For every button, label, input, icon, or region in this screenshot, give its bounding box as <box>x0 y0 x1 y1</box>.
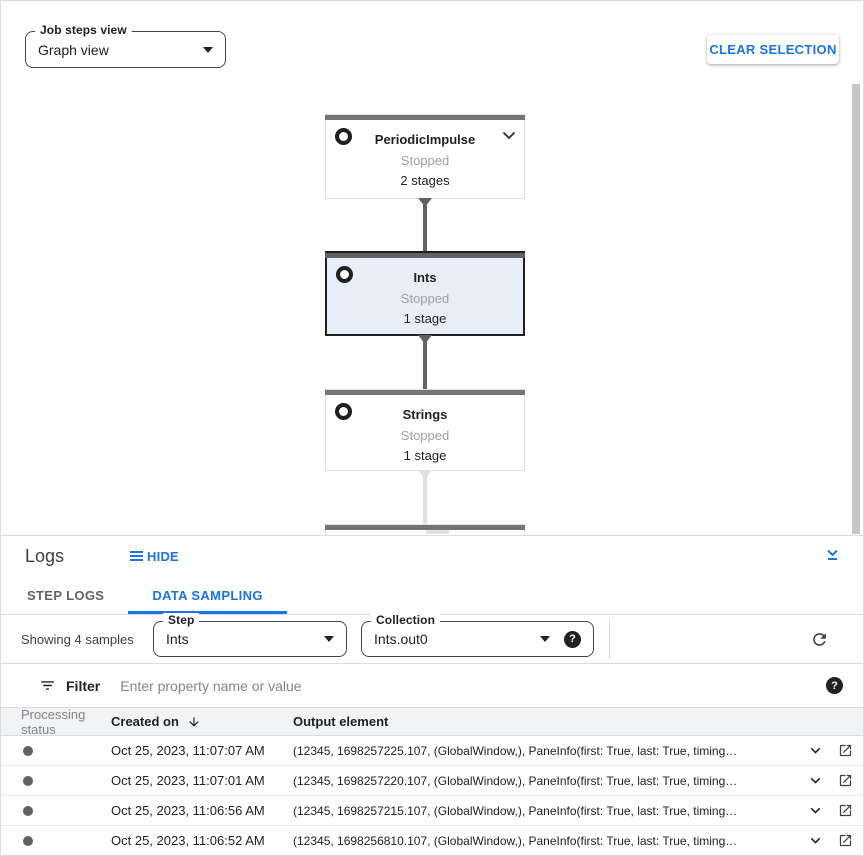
column-header-output-element: Output element <box>293 714 389 729</box>
job-graph-canvas: Job steps view Graph view CLEAR SELECTIO… <box>1 1 863 535</box>
open-in-new-button[interactable] <box>838 833 853 848</box>
minimize-panel-button[interactable] <box>822 544 843 568</box>
hide-panel-icon <box>130 551 144 561</box>
transform-ring-icon <box>335 128 352 145</box>
node-topbar <box>325 525 525 530</box>
graph-vertical-scrollbar[interactable] <box>852 84 860 534</box>
filter-label: Filter <box>66 677 101 694</box>
output-element-cell: (12345, 1698256810.107, (GlobalWindow,),… <box>293 833 738 848</box>
job-steps-view-select[interactable]: Job steps view Graph view <box>25 23 226 68</box>
column-header-processing-status: Processing status <box>21 706 86 737</box>
tab-data-sampling[interactable]: DATA SAMPLING <box>128 576 286 614</box>
processing-status-dot <box>23 805 33 816</box>
node-title: PeriodicImpulse <box>374 132 476 147</box>
sample-row[interactable]: Oct 25, 2023, 11:06:52 AM (12345, 169825… <box>1 826 863 855</box>
created-on-cell: Oct 25, 2023, 11:07:07 AM <box>111 743 265 758</box>
samples-count-text: Showing 4 samples <box>21 631 134 647</box>
hide-label: HIDE <box>147 548 179 564</box>
node-title: Strings <box>402 407 448 422</box>
graph-edge-strings-next <box>418 470 432 525</box>
sample-row[interactable]: Oct 25, 2023, 11:06:56 AM (12345, 169825… <box>1 796 863 826</box>
sort-descending-icon[interactable] <box>187 715 201 729</box>
graph-edge-periodicimpulse-ints <box>418 198 432 252</box>
node-title: Ints <box>413 270 437 285</box>
tab-step-logs[interactable]: STEP LOGS <box>27 587 105 603</box>
node-status: Stopped <box>400 153 450 168</box>
vertical-divider <box>609 619 610 659</box>
sample-row[interactable]: Oct 25, 2023, 11:07:07 AM (12345, 169825… <box>1 736 863 766</box>
graph-horizontal-scroll-thumb[interactable] <box>426 530 449 534</box>
step-select[interactable]: Step Ints <box>153 613 347 657</box>
created-on-cell: Oct 25, 2023, 11:06:56 AM <box>111 803 265 818</box>
output-element-cell: (12345, 1698257215.107, (GlobalWindow,),… <box>293 803 738 818</box>
refresh-icon <box>813 632 826 646</box>
node-stages: 1 stage <box>403 311 447 326</box>
dropdown-arrow-icon <box>540 636 550 642</box>
filter-help-icon[interactable]: ? <box>826 677 843 694</box>
processing-status-dot <box>23 775 33 786</box>
job-steps-view-value: Graph view <box>38 41 109 58</box>
expand-row-button[interactable] <box>806 801 825 820</box>
graph-node-ints[interactable]: Ints Stopped 1 stage <box>325 251 525 336</box>
step-select-value: Ints <box>166 631 189 647</box>
refresh-samples-button[interactable] <box>808 628 831 651</box>
logs-panel-title: Logs <box>25 545 65 566</box>
open-in-new-button[interactable] <box>838 743 853 758</box>
collection-select-label: Collection <box>371 613 441 627</box>
node-topbar <box>325 390 525 395</box>
dropdown-arrow-icon <box>203 46 213 53</box>
filter-icon <box>41 681 54 690</box>
sampling-controls: Showing 4 samples Step Ints Collection I… <box>1 613 863 664</box>
open-in-new-icon <box>839 774 852 787</box>
logs-header: Logs HIDE <box>1 536 863 576</box>
hide-logs-button[interactable]: HIDE <box>126 547 183 566</box>
node-topbar <box>325 115 525 120</box>
created-on-cell: Oct 25, 2023, 11:07:01 AM <box>111 773 265 788</box>
graph-node-periodicimpulse[interactable]: PeriodicImpulse Stopped 2 stages <box>325 114 525 199</box>
chevron-down-icon <box>810 837 821 844</box>
collapse-to-bottom-icon <box>827 549 838 560</box>
collection-help-icon[interactable]: ? <box>564 630 581 648</box>
collection-select[interactable]: Collection Ints.out0 ? <box>361 613 594 657</box>
clear-selection-button[interactable]: CLEAR SELECTION <box>707 35 839 64</box>
graph-node-partial[interactable] <box>325 524 525 535</box>
node-status: Stopped <box>400 291 450 306</box>
open-in-new-button[interactable] <box>838 773 853 788</box>
graph-node-strings[interactable]: Strings Stopped 1 stage <box>325 389 525 471</box>
node-stages: 1 stage <box>403 448 447 463</box>
job-steps-view-label: Job steps view <box>35 23 132 37</box>
node-topbar <box>325 253 525 258</box>
expand-row-button[interactable] <box>806 831 825 850</box>
sample-row[interactable]: Oct 25, 2023, 11:07:01 AM (12345, 169825… <box>1 766 863 796</box>
node-stages: 2 stages <box>400 173 450 188</box>
dropdown-arrow-icon <box>324 636 334 642</box>
collection-select-value: Ints.out0 <box>374 631 428 647</box>
open-in-new-button[interactable] <box>838 803 853 818</box>
logs-tabs: STEP LOGS DATA SAMPLING <box>1 576 863 615</box>
expand-node-icon[interactable] <box>502 131 516 140</box>
graph-edge-ints-strings <box>418 335 432 390</box>
node-status: Stopped <box>400 428 450 443</box>
expand-row-button[interactable] <box>806 771 825 790</box>
chevron-down-icon <box>810 777 821 784</box>
output-element-cell: (12345, 1698257225.107, (GlobalWindow,),… <box>293 743 738 758</box>
transform-ring-icon <box>336 266 353 283</box>
samples-table-header: Processing status Created on Output elem… <box>1 706 863 737</box>
processing-status-dot <box>23 745 33 756</box>
filter-bar: Filter ? <box>1 664 863 708</box>
expand-row-button[interactable] <box>806 741 825 760</box>
open-in-new-icon <box>839 834 852 847</box>
chevron-down-icon <box>810 807 821 814</box>
filter-input[interactable] <box>120 677 826 694</box>
transform-ring-icon <box>335 403 352 420</box>
processing-status-dot <box>23 835 33 846</box>
open-in-new-icon <box>839 804 852 817</box>
step-select-label: Step <box>163 613 200 627</box>
column-header-created-on[interactable]: Created on <box>111 714 293 729</box>
logs-panel: Logs HIDE STEP LOGS DATA SAMPLING Showin… <box>1 535 863 855</box>
chevron-down-icon <box>810 747 821 754</box>
created-on-cell: Oct 25, 2023, 11:06:52 AM <box>111 833 265 848</box>
open-in-new-icon <box>839 744 852 757</box>
output-element-cell: (12345, 1698257220.107, (GlobalWindow,),… <box>293 773 738 788</box>
